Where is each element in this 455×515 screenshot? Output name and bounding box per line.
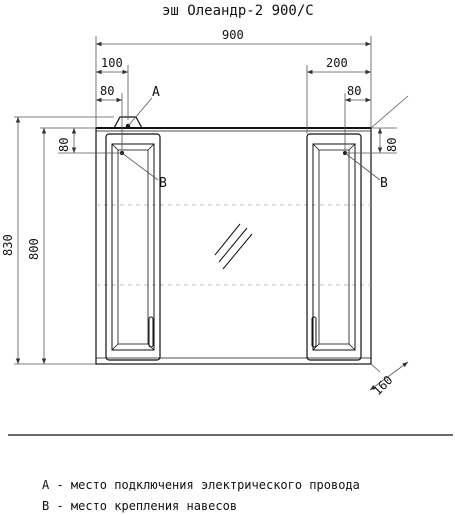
dim-label-200: 200 [326, 56, 348, 70]
dimension-body-height: 800 [27, 127, 96, 364]
right-door [306, 133, 362, 361]
cabinet-body [95, 116, 372, 365]
callout-a: А [127, 85, 160, 127]
callout-b-left-label: В [159, 176, 167, 191]
dimension-overall-height: 830 [1, 116, 114, 365]
dim-label-80-right-top: 80 [385, 138, 399, 152]
dim-label-100: 100 [101, 56, 123, 70]
dimension-left-offset: 100 [96, 56, 129, 120]
legend-a: А - место подключения электрического про… [42, 478, 360, 492]
left-door [105, 133, 161, 361]
callout-b-right-label: В [380, 176, 388, 191]
callout-b-right: В [344, 152, 388, 191]
drawing-title: эш Олеандр-2 900/С [162, 3, 314, 19]
dimension-right-offset: 200 [306, 56, 371, 134]
dim-label-80-right: 80 [347, 84, 361, 98]
dim-label-830: 830 [1, 234, 15, 256]
mirror-glare [214, 223, 253, 270]
dimension-left-inner: 80 [96, 84, 123, 150]
callout-b-left: В [121, 152, 167, 191]
dimension-overall-width: 900 [95, 28, 372, 128]
dimension-right-top-offset: 80 [345, 127, 399, 154]
legend-b: В - место крепления навесов [42, 499, 237, 513]
dim-label-900: 900 [222, 28, 244, 42]
left-door-handle [148, 316, 154, 348]
dim-label-800: 800 [27, 238, 41, 260]
dimension-right-inner: 80 [344, 84, 371, 150]
dim-label-80-left: 80 [100, 84, 114, 98]
right-door-handle [311, 316, 317, 348]
dim-label-160: 160 [370, 373, 395, 398]
callout-a-label: А [152, 85, 160, 100]
dim-label-80-left-top: 80 [57, 138, 71, 152]
dimension-left-top-offset: 80 [57, 128, 122, 154]
